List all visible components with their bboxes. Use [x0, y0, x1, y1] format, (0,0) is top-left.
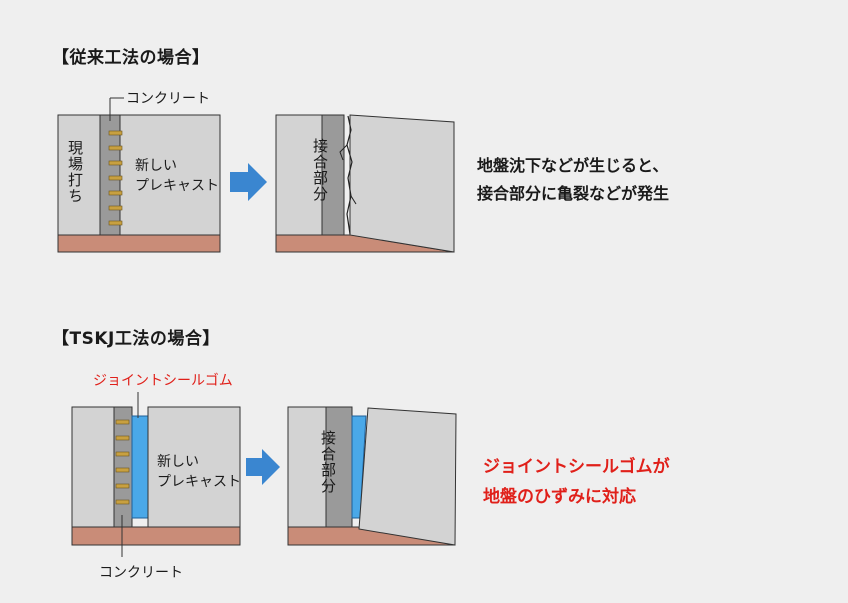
crack-line — [346, 115, 353, 235]
section-description: 地盤沈下などが生じると、 接合部分に亀裂などが発生 — [477, 156, 670, 203]
new-precast-block — [119, 114, 221, 236]
tilted-precast-block — [358, 407, 457, 546]
existing-block — [275, 114, 323, 236]
anchor-bolts — [108, 130, 123, 226]
section-description: ジョイントシールゴムが 地盤のひずみに対応 — [483, 457, 670, 507]
new-precast-label: 新しい プレキャスト — [135, 158, 219, 194]
joint-section — [325, 406, 353, 528]
existing-block — [287, 406, 327, 528]
existing-block — [71, 406, 115, 528]
tilted-precast-block — [349, 114, 455, 253]
new-precast-block — [147, 406, 241, 528]
cast-in-place-label: 現場打ち — [66, 140, 84, 204]
arrow-right-icon — [246, 449, 280, 485]
joint-section — [321, 114, 345, 236]
joint-label: 接合部分 — [311, 138, 329, 202]
anchor-bolts — [115, 419, 130, 505]
section-title: 【従来工法の場合】 — [52, 48, 210, 68]
crack-line — [339, 144, 348, 161]
concrete-label: コンクリート — [126, 91, 210, 107]
concrete-joint — [113, 406, 133, 528]
arrow-right-icon — [230, 163, 267, 201]
concrete-label: コンクリート — [99, 565, 183, 581]
joint-seal-label: ジョイントシールゴム — [93, 373, 233, 389]
ground-strip — [57, 234, 221, 253]
new-precast-label: 新しい プレキャスト — [157, 454, 241, 490]
section-title: 【TSKJ工法の場合】 — [52, 329, 220, 349]
joint-label: 接合部分 — [319, 430, 337, 494]
ground-strip — [71, 526, 241, 546]
joint-seal-rubber — [131, 415, 149, 519]
cast-in-place-block — [57, 114, 101, 236]
crack-line — [350, 195, 357, 205]
